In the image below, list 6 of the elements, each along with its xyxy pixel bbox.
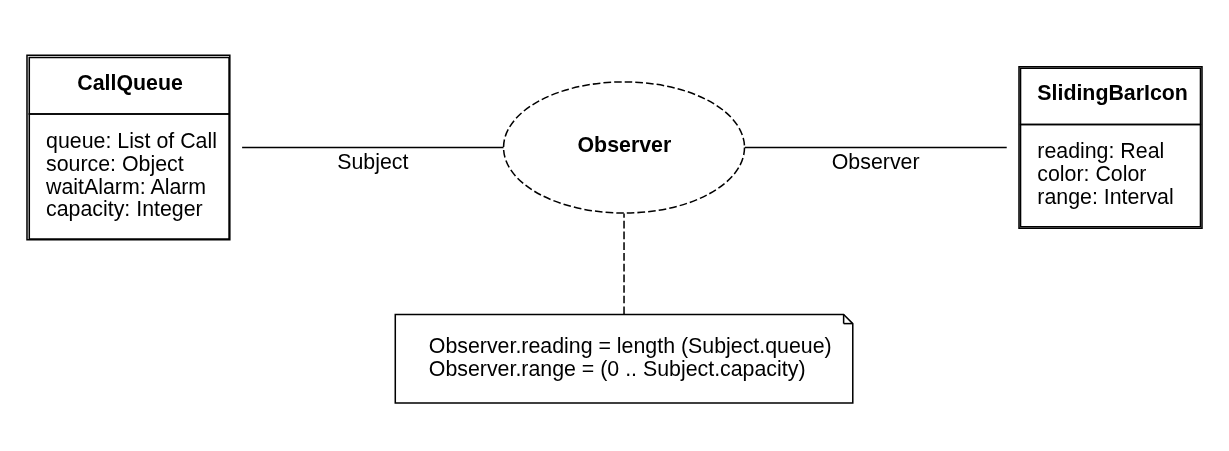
- connector: [744, 146, 1008, 148]
- connector: [623, 212, 625, 315]
- edge-label: Observer: [831, 149, 920, 174]
- edge-label: Subject: [337, 149, 409, 174]
- node-ellipse: Observer: [502, 80, 746, 214]
- connector: [241, 146, 505, 148]
